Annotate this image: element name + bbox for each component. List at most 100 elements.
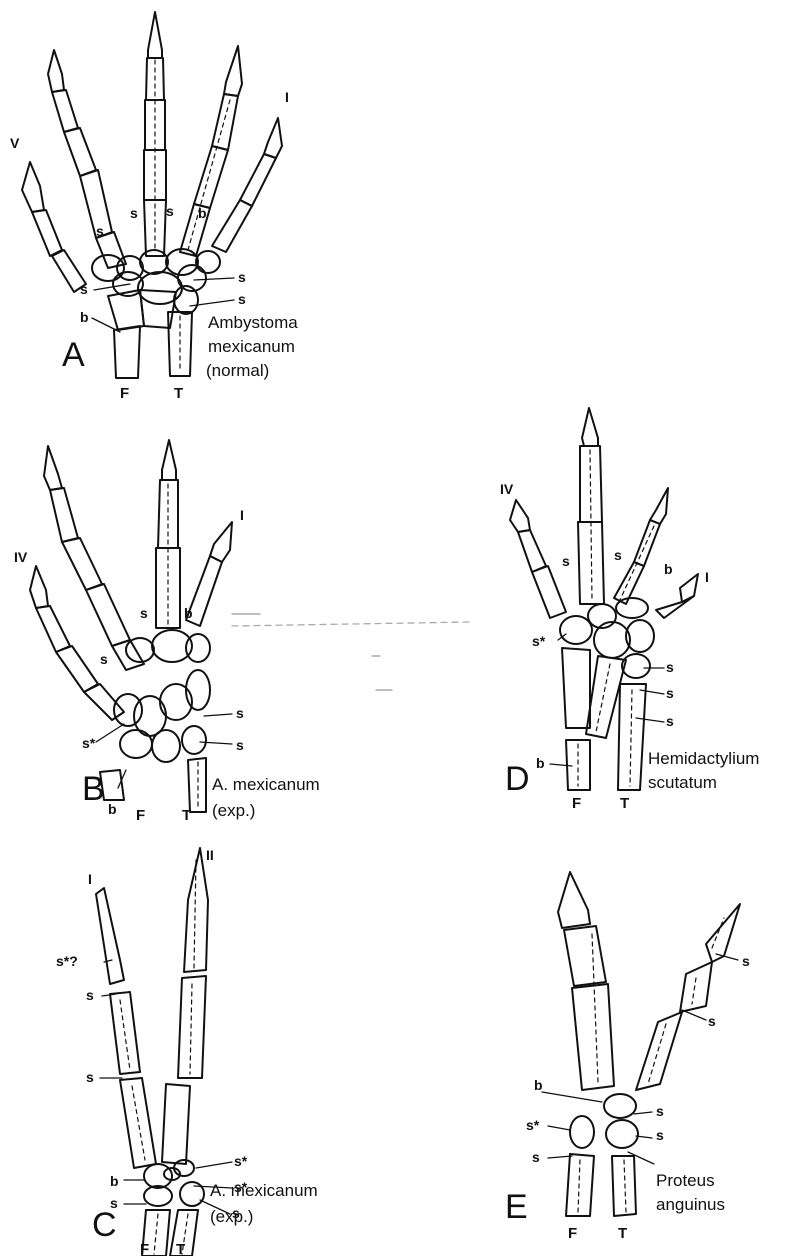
- panel-c: C I II s*? s s b s* s* s s F T A. mexica…: [56, 847, 318, 1256]
- panel-d-label-s: s: [666, 713, 674, 729]
- panel-a-leg-bones: [114, 312, 192, 378]
- panel-d-digit-ii: [614, 488, 668, 604]
- panel-c-label-b: b: [110, 1173, 119, 1189]
- panel-c-label-s-star-q: s*?: [56, 953, 78, 969]
- panel-c-label-s: s: [86, 987, 94, 1003]
- panel-b: B I IV s s b s* s s b F T A. mexicanum (…: [14, 440, 320, 824]
- panel-a-tarsals: [92, 249, 220, 330]
- panel-d: D I IV s s b s* s s s b F T Hemidactyliu…: [500, 408, 759, 812]
- panel-c-digit-ii: [162, 848, 208, 1164]
- panel-a: A I V s s s b s b s s F T Ambystoma mexi…: [10, 12, 298, 402]
- panel-a-label-s: s: [238, 269, 246, 285]
- panel-e-label-s: s: [742, 953, 750, 969]
- panel-e-letter: E: [505, 1188, 528, 1226]
- panel-b-digit-ii: [156, 440, 180, 628]
- panel-e-fibula-label: F: [568, 1225, 577, 1242]
- panel-a-label-s: s: [238, 291, 246, 307]
- panel-a-digit-v: [22, 162, 86, 292]
- panel-b-label-s: s: [236, 705, 244, 721]
- panel-c-species-line2: (exp.): [210, 1207, 253, 1226]
- panel-c-digit-label-first: I: [88, 871, 92, 887]
- panel-c-digit-label-second: II: [206, 847, 214, 863]
- panel-d-digit-i: [656, 574, 698, 618]
- panel-d-digit-iii: [578, 408, 604, 604]
- panel-e-label-s-star: s*: [526, 1117, 540, 1133]
- panel-d-letter: D: [505, 760, 530, 798]
- panel-b-digit-iii: [44, 446, 144, 670]
- panel-a-label-b: b: [80, 309, 89, 325]
- panel-d-label-b: b: [536, 755, 545, 771]
- panel-a-digit-label-last: V: [10, 135, 20, 151]
- panel-a-digit-iv: [48, 50, 126, 268]
- panel-e-label-s: s: [656, 1127, 664, 1143]
- panel-a-label-s: s: [80, 281, 88, 297]
- panel-b-letter: B: [82, 770, 105, 808]
- panel-e: E b s s s s s* s F T Proteus anguinus: [505, 872, 750, 1242]
- panel-b-digit-label-first: I: [240, 507, 244, 523]
- panel-b-label-s: s: [100, 651, 108, 667]
- panel-e-label-s: s: [532, 1149, 540, 1165]
- panel-e-tarsals: [566, 1094, 638, 1216]
- panel-a-species-line1: Ambystoma: [208, 313, 298, 332]
- panel-e-label-s: s: [708, 1013, 716, 1029]
- panel-e-digit-left: [558, 872, 614, 1090]
- panel-d-species-line1: Hemidactylium: [648, 749, 759, 768]
- panel-b-label-b: b: [108, 801, 117, 817]
- panel-b-tibia-label: T: [182, 807, 191, 824]
- panel-b-label-s-star: s*: [82, 735, 96, 751]
- scan-artifacts: [232, 614, 470, 690]
- panel-a-digit-i: [212, 118, 282, 252]
- panel-c-species-line1: A. mexicanum: [210, 1181, 318, 1200]
- panel-c-label-s: s: [110, 1195, 118, 1211]
- panel-e-label-s: s: [656, 1103, 664, 1119]
- panel-d-tarsals: [560, 598, 654, 738]
- panel-a-label-s: s: [130, 205, 138, 221]
- panel-b-species-line1: A. mexicanum: [212, 775, 320, 794]
- panel-d-label-s: s: [614, 547, 622, 563]
- panel-e-species-line2: anguinus: [656, 1195, 725, 1214]
- panel-d-digit-iv: [510, 500, 566, 618]
- panel-b-species-line2: (exp.): [212, 801, 255, 820]
- panel-a-digit-iii: [144, 12, 166, 256]
- panel-b-fibula-label: F: [136, 807, 145, 824]
- panel-a-species-line3: (normal): [206, 361, 269, 380]
- panel-c-label-s-star: s*: [234, 1153, 248, 1169]
- panel-c-digit-i: [96, 888, 156, 1168]
- panel-d-label-s: s: [666, 659, 674, 675]
- panel-a-species-line2: mexicanum: [208, 337, 295, 356]
- panel-d-species-line2: scutatum: [648, 773, 717, 792]
- panel-d-fibula-label: F: [572, 795, 581, 812]
- panel-e-digit-right: [636, 904, 740, 1090]
- panel-d-label-s: s: [666, 685, 674, 701]
- panel-a-fibula-label: F: [120, 385, 129, 402]
- panel-d-digit-label-first: I: [705, 569, 709, 585]
- panel-e-label-b: b: [534, 1077, 543, 1093]
- panel-c-leg-bones: [142, 1210, 198, 1256]
- panel-a-label-b: b: [198, 205, 207, 221]
- panel-c-letter: C: [92, 1206, 117, 1244]
- panel-a-digit-ii: [180, 46, 242, 256]
- panel-c-tibia-label: T: [176, 1241, 185, 1256]
- panel-a-letter: A: [62, 336, 85, 374]
- panel-c-label-s: s: [86, 1069, 94, 1085]
- panel-a-digit-label-first: I: [285, 89, 289, 105]
- panel-b-label-s: s: [140, 605, 148, 621]
- panel-b-label-b: b: [184, 605, 193, 621]
- panel-e-species-line1: Proteus: [656, 1171, 715, 1190]
- panel-b-digit-i: [186, 522, 232, 626]
- panel-a-label-s: s: [166, 203, 174, 219]
- panel-e-tibia-label: T: [618, 1225, 627, 1242]
- panel-d-tibia-label: T: [620, 795, 629, 812]
- panel-a-label-s: s: [96, 223, 104, 239]
- panel-b-digit-label-last: IV: [14, 549, 28, 565]
- panel-d-label-s-star: s*: [532, 633, 546, 649]
- panel-d-label-b: b: [664, 561, 673, 577]
- panel-b-label-s: s: [236, 737, 244, 753]
- panel-d-label-s: s: [562, 553, 570, 569]
- panel-c-tarsals: [144, 1160, 204, 1206]
- panel-d-digit-label-last: IV: [500, 481, 514, 497]
- panel-a-tibia-label: T: [174, 385, 183, 402]
- panel-c-fibula-label: F: [140, 1241, 149, 1256]
- panel-b-tarsals: [114, 630, 210, 762]
